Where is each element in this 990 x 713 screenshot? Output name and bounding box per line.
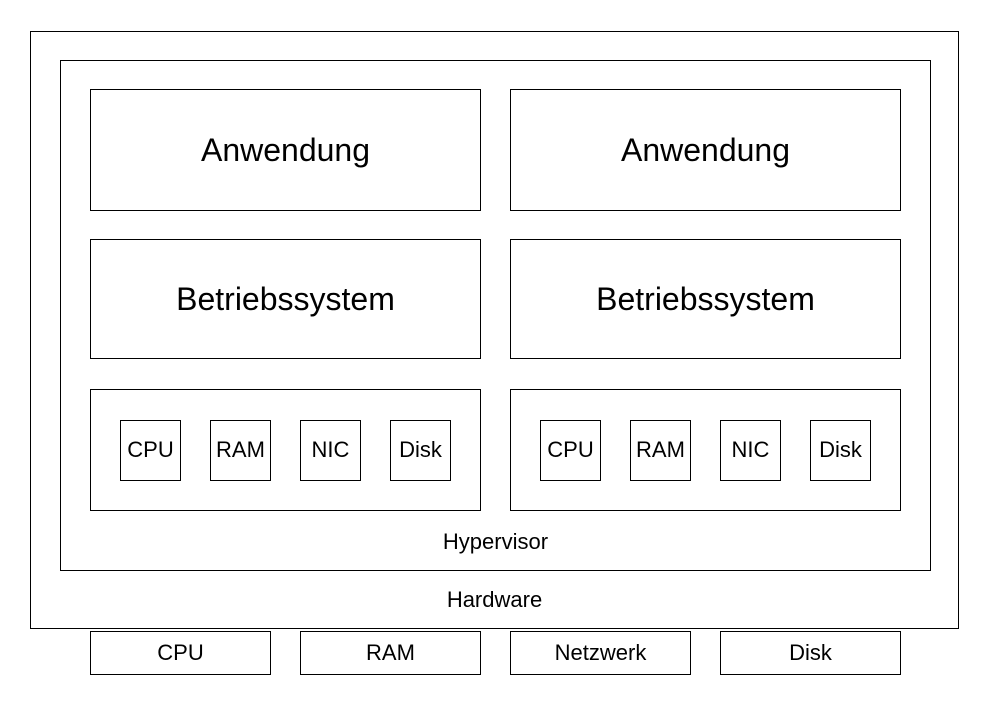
vm1-stack: Anwendung Betriebssystem CPU RAM NIC — [90, 61, 481, 512]
physical-ram-box: RAM — [300, 631, 481, 675]
vm1-virtual-hardware-box: CPU RAM NIC Disk — [90, 389, 481, 511]
vm1-operating-system-box: Betriebssystem — [90, 239, 481, 359]
hardware-box: Anwendung Betriebssystem CPU RAM NIC — [30, 31, 959, 629]
vm2-stack: Anwendung Betriebssystem CPU RAM NIC — [510, 61, 901, 512]
vm1-application-label: Anwendung — [200, 131, 371, 168]
vm2-nic-label: NIC — [731, 437, 770, 462]
hypervisor-box: Anwendung Betriebssystem CPU RAM NIC — [60, 60, 931, 571]
vm1-nic-label: NIC — [311, 437, 350, 462]
vm1-disk-box: Disk — [390, 419, 451, 481]
vm2-application-box: Anwendung — [510, 89, 901, 211]
vm1-ram-label: RAM — [216, 437, 265, 462]
physical-ram-label: RAM — [366, 640, 415, 665]
physical-disk-label: Disk — [789, 640, 832, 665]
vm2-nic-box: NIC — [720, 419, 781, 481]
vm2-ram-label: RAM — [636, 437, 685, 462]
physical-cpu-box: CPU — [90, 631, 271, 675]
vm1-application-box: Anwendung — [90, 89, 481, 211]
physical-disk-box: Disk — [720, 631, 901, 675]
physical-network-label: Netzwerk — [554, 640, 647, 665]
hypervisor-label: Hypervisor — [442, 529, 549, 554]
vm2-operating-system-box: Betriebssystem — [510, 239, 901, 359]
vm1-nic-box: NIC — [300, 419, 361, 481]
vm1-operating-system-label: Betriebssystem — [176, 280, 395, 317]
vm2-disk-label: Disk — [819, 437, 862, 462]
vm2-virtual-hardware-box: CPU RAM NIC Disk — [510, 389, 901, 511]
vm2-disk-box: Disk — [810, 419, 871, 481]
vm2-cpu-label: CPU — [547, 437, 594, 462]
physical-cpu-label: CPU — [157, 640, 204, 665]
vm1-cpu-label: CPU — [127, 437, 174, 462]
hardware-label: Hardware — [446, 587, 543, 612]
vm1-ram-box: RAM — [210, 419, 271, 481]
vm1-disk-label: Disk — [399, 437, 442, 462]
vm2-operating-system-label: Betriebssystem — [596, 280, 815, 317]
physical-network-box: Netzwerk — [510, 631, 691, 675]
vm2-cpu-box: CPU — [540, 419, 601, 481]
vm2-ram-box: RAM — [630, 419, 691, 481]
vm2-application-label: Anwendung — [620, 131, 791, 168]
vm1-cpu-box: CPU — [120, 419, 181, 481]
